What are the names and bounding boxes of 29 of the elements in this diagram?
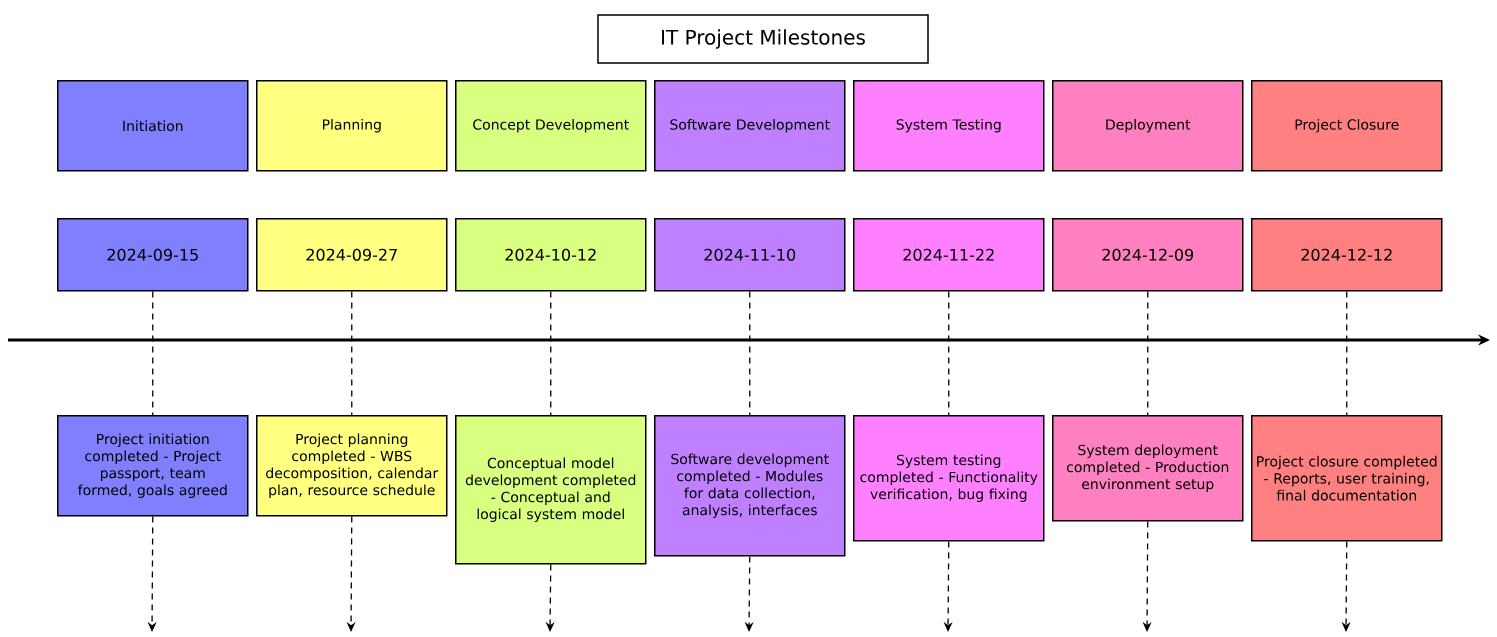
connector-line — [749, 290, 751, 416]
date-box: 2024-10-12 — [455, 218, 647, 292]
date-box: 2024-09-15 — [57, 218, 249, 292]
connector-line — [550, 290, 552, 416]
milestone-box: Project closure completed - Reports, user training, final documentation — [1251, 415, 1443, 542]
date-box: 2024-12-09 — [1052, 218, 1244, 292]
date-box: 2024-12-12 — [1251, 218, 1443, 292]
milestone-box: Project initiation completed - Project passport, team formed, goals agreed — [57, 415, 249, 517]
milestone-box: System testing completed - Functionality verification, bug fixing — [853, 415, 1045, 542]
milestone-box: Conceptual model development completed - Conceptual and logical system model — [455, 415, 647, 565]
milestone-box: Software development completed - Modules for data collection, analysis, interfaces — [654, 415, 846, 557]
connector-line — [152, 290, 154, 416]
title-box: IT Project Milestones — [597, 14, 929, 64]
connector-line — [351, 290, 353, 416]
date-box: 2024-11-10 — [654, 218, 846, 292]
date-box: 2024-11-22 — [853, 218, 1045, 292]
phase-box: Initiation — [57, 80, 249, 172]
phase-box: Deployment — [1052, 80, 1244, 172]
date-box: 2024-09-27 — [256, 218, 448, 292]
connector-line — [948, 290, 950, 416]
phase-box: Concept Development — [455, 80, 647, 172]
milestone-box: System deployment completed - Production environment setup — [1052, 415, 1244, 522]
phase-box: Planning — [256, 80, 448, 172]
connector-line — [1346, 290, 1348, 416]
phase-box: Project Closure — [1251, 80, 1443, 172]
connector-line — [1147, 290, 1149, 416]
phase-box: System Testing — [853, 80, 1045, 172]
phase-box: Software Development — [654, 80, 846, 172]
milestone-box: Project planning completed - WBS decomposition, calendar plan, resource schedule — [256, 415, 448, 517]
